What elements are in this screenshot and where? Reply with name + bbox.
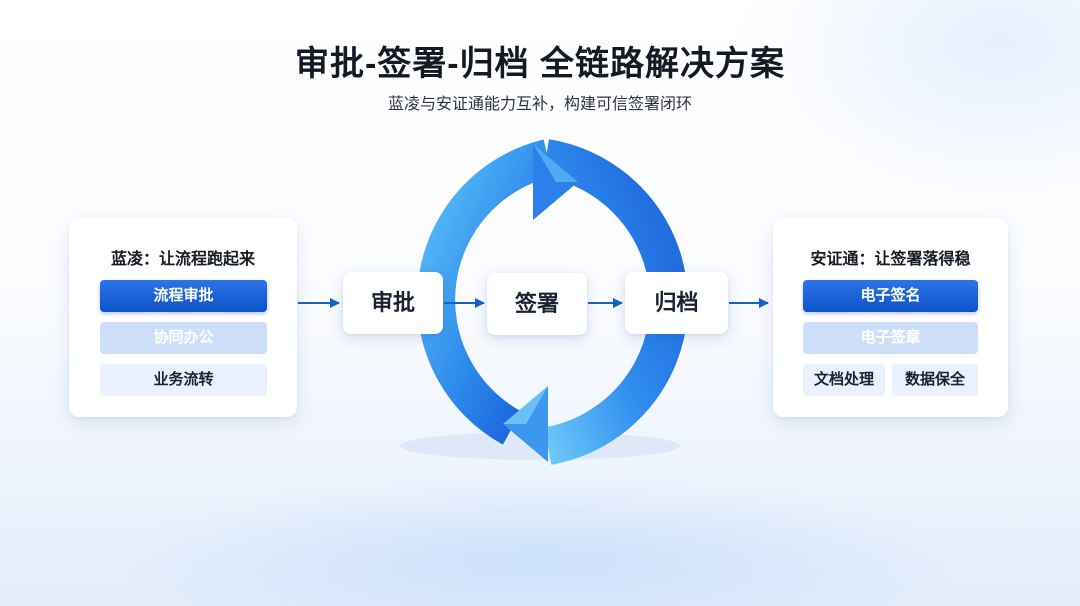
page-subtitle: 蓝凌与安证通能力互补，构建可信签署闭环 — [387, 96, 692, 113]
pill-e-seal[interactable]: 电子签章 — [803, 322, 978, 354]
pill-document-processing[interactable]: 文档处理 — [803, 364, 885, 396]
flow-node-sign[interactable]: 签署 — [487, 273, 587, 335]
pill-data-preservation[interactable]: 数据保全 — [892, 364, 978, 396]
landray-panel-title: 蓝凌：让流程跑起来 — [110, 251, 255, 268]
pill-collaborative-office[interactable]: 协同办公 — [100, 322, 267, 354]
cycle-arrowhead-bottom-highlight — [503, 386, 548, 424]
pill-e-signature[interactable]: 电子签名 — [803, 280, 978, 312]
cycle-arrowhead-top — [533, 144, 578, 220]
anzhengtong-panel: 安证通：让签署落得稳 电子签名 电子签章 文档处理 数据保全 — [773, 218, 1008, 417]
anzhengtong-panel-title: 安证通：让签署落得稳 — [810, 251, 971, 268]
pill-process-approval[interactable]: 流程审批 — [100, 280, 267, 312]
landray-panel: 蓝凌：让流程跑起来 流程审批 协同办公 业务流转 — [69, 218, 297, 417]
page-title: 审批-签署-归档 全链路解决方案 — [294, 45, 786, 83]
pill-business-flow[interactable]: 业务流转 — [100, 364, 267, 396]
flow-node-approve[interactable]: 审批 — [343, 272, 443, 334]
cycle-arrowhead-top-highlight — [533, 144, 578, 182]
flow-node-archive[interactable]: 归档 — [625, 272, 728, 334]
